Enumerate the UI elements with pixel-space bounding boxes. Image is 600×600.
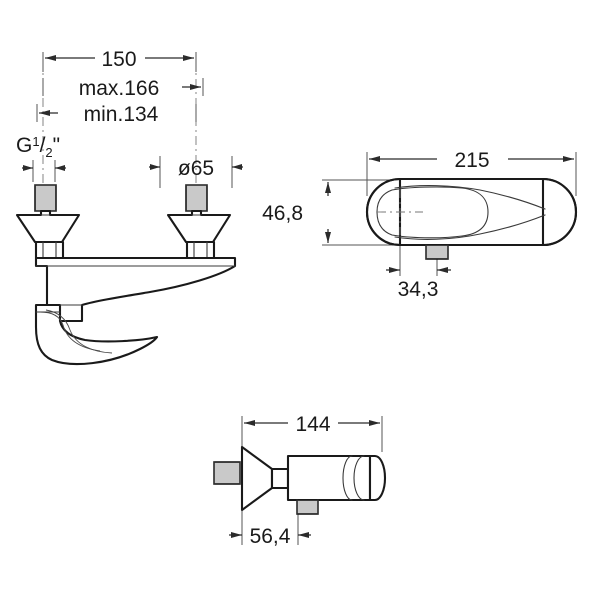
dimension-label-34-3: 34,3: [398, 278, 439, 301]
side-body-cap: [368, 454, 387, 502]
dimension-150: 150: [42, 48, 197, 72]
mixer-body-side: [213, 445, 387, 515]
mixer-body-front: [34, 256, 237, 366]
side-body-cylinder: [286, 454, 372, 502]
dimension-46-8: 46,8: [262, 179, 400, 246]
dimension-label-144: 144: [295, 413, 330, 436]
dimension-label-46-8: 46,8: [262, 202, 303, 225]
dimension-label-thread: G1/2": [16, 134, 60, 160]
dimension-215: 215: [366, 149, 577, 196]
dimension-diameter-65: ø65: [149, 156, 243, 188]
dimension-label-max-166: max.166: [79, 77, 160, 100]
side-outlet-nipple: [296, 499, 319, 515]
front-elevation-view: 150 max.166 min.134 G1/2": [15, 48, 243, 366]
dimension-max-166: max.166: [42, 77, 204, 100]
dimension-144: 144: [241, 413, 383, 452]
left-inlet-thread: [34, 184, 57, 212]
dimension-34-3: 34,3: [386, 245, 451, 301]
side-escutcheon: [240, 445, 274, 512]
plan-outlet-nipple: [425, 244, 449, 260]
side-wall-thread: [213, 461, 241, 485]
right-escutcheon: [166, 209, 232, 260]
right-inlet-thread: [185, 184, 208, 212]
dimension-label-56-4: 56,4: [250, 525, 291, 548]
dimension-56-4: 56,4: [229, 510, 311, 548]
dimension-label-215: 215: [454, 149, 489, 172]
left-escutcheon: [15, 209, 81, 260]
top-plan-view: 215 46,8 34,3: [262, 149, 578, 301]
side-collar: [270, 467, 290, 490]
dimension-thread-g-half: G1/2": [16, 134, 66, 182]
dimension-label-min-134: min.134: [84, 103, 159, 126]
side-elevation-view: 144 56,4: [213, 413, 387, 548]
dimension-min-134: min.134: [36, 103, 197, 126]
dimension-label-diameter-65: ø65: [178, 157, 214, 180]
mixer-body-plan: [365, 177, 578, 260]
dimension-label-150: 150: [101, 48, 136, 71]
